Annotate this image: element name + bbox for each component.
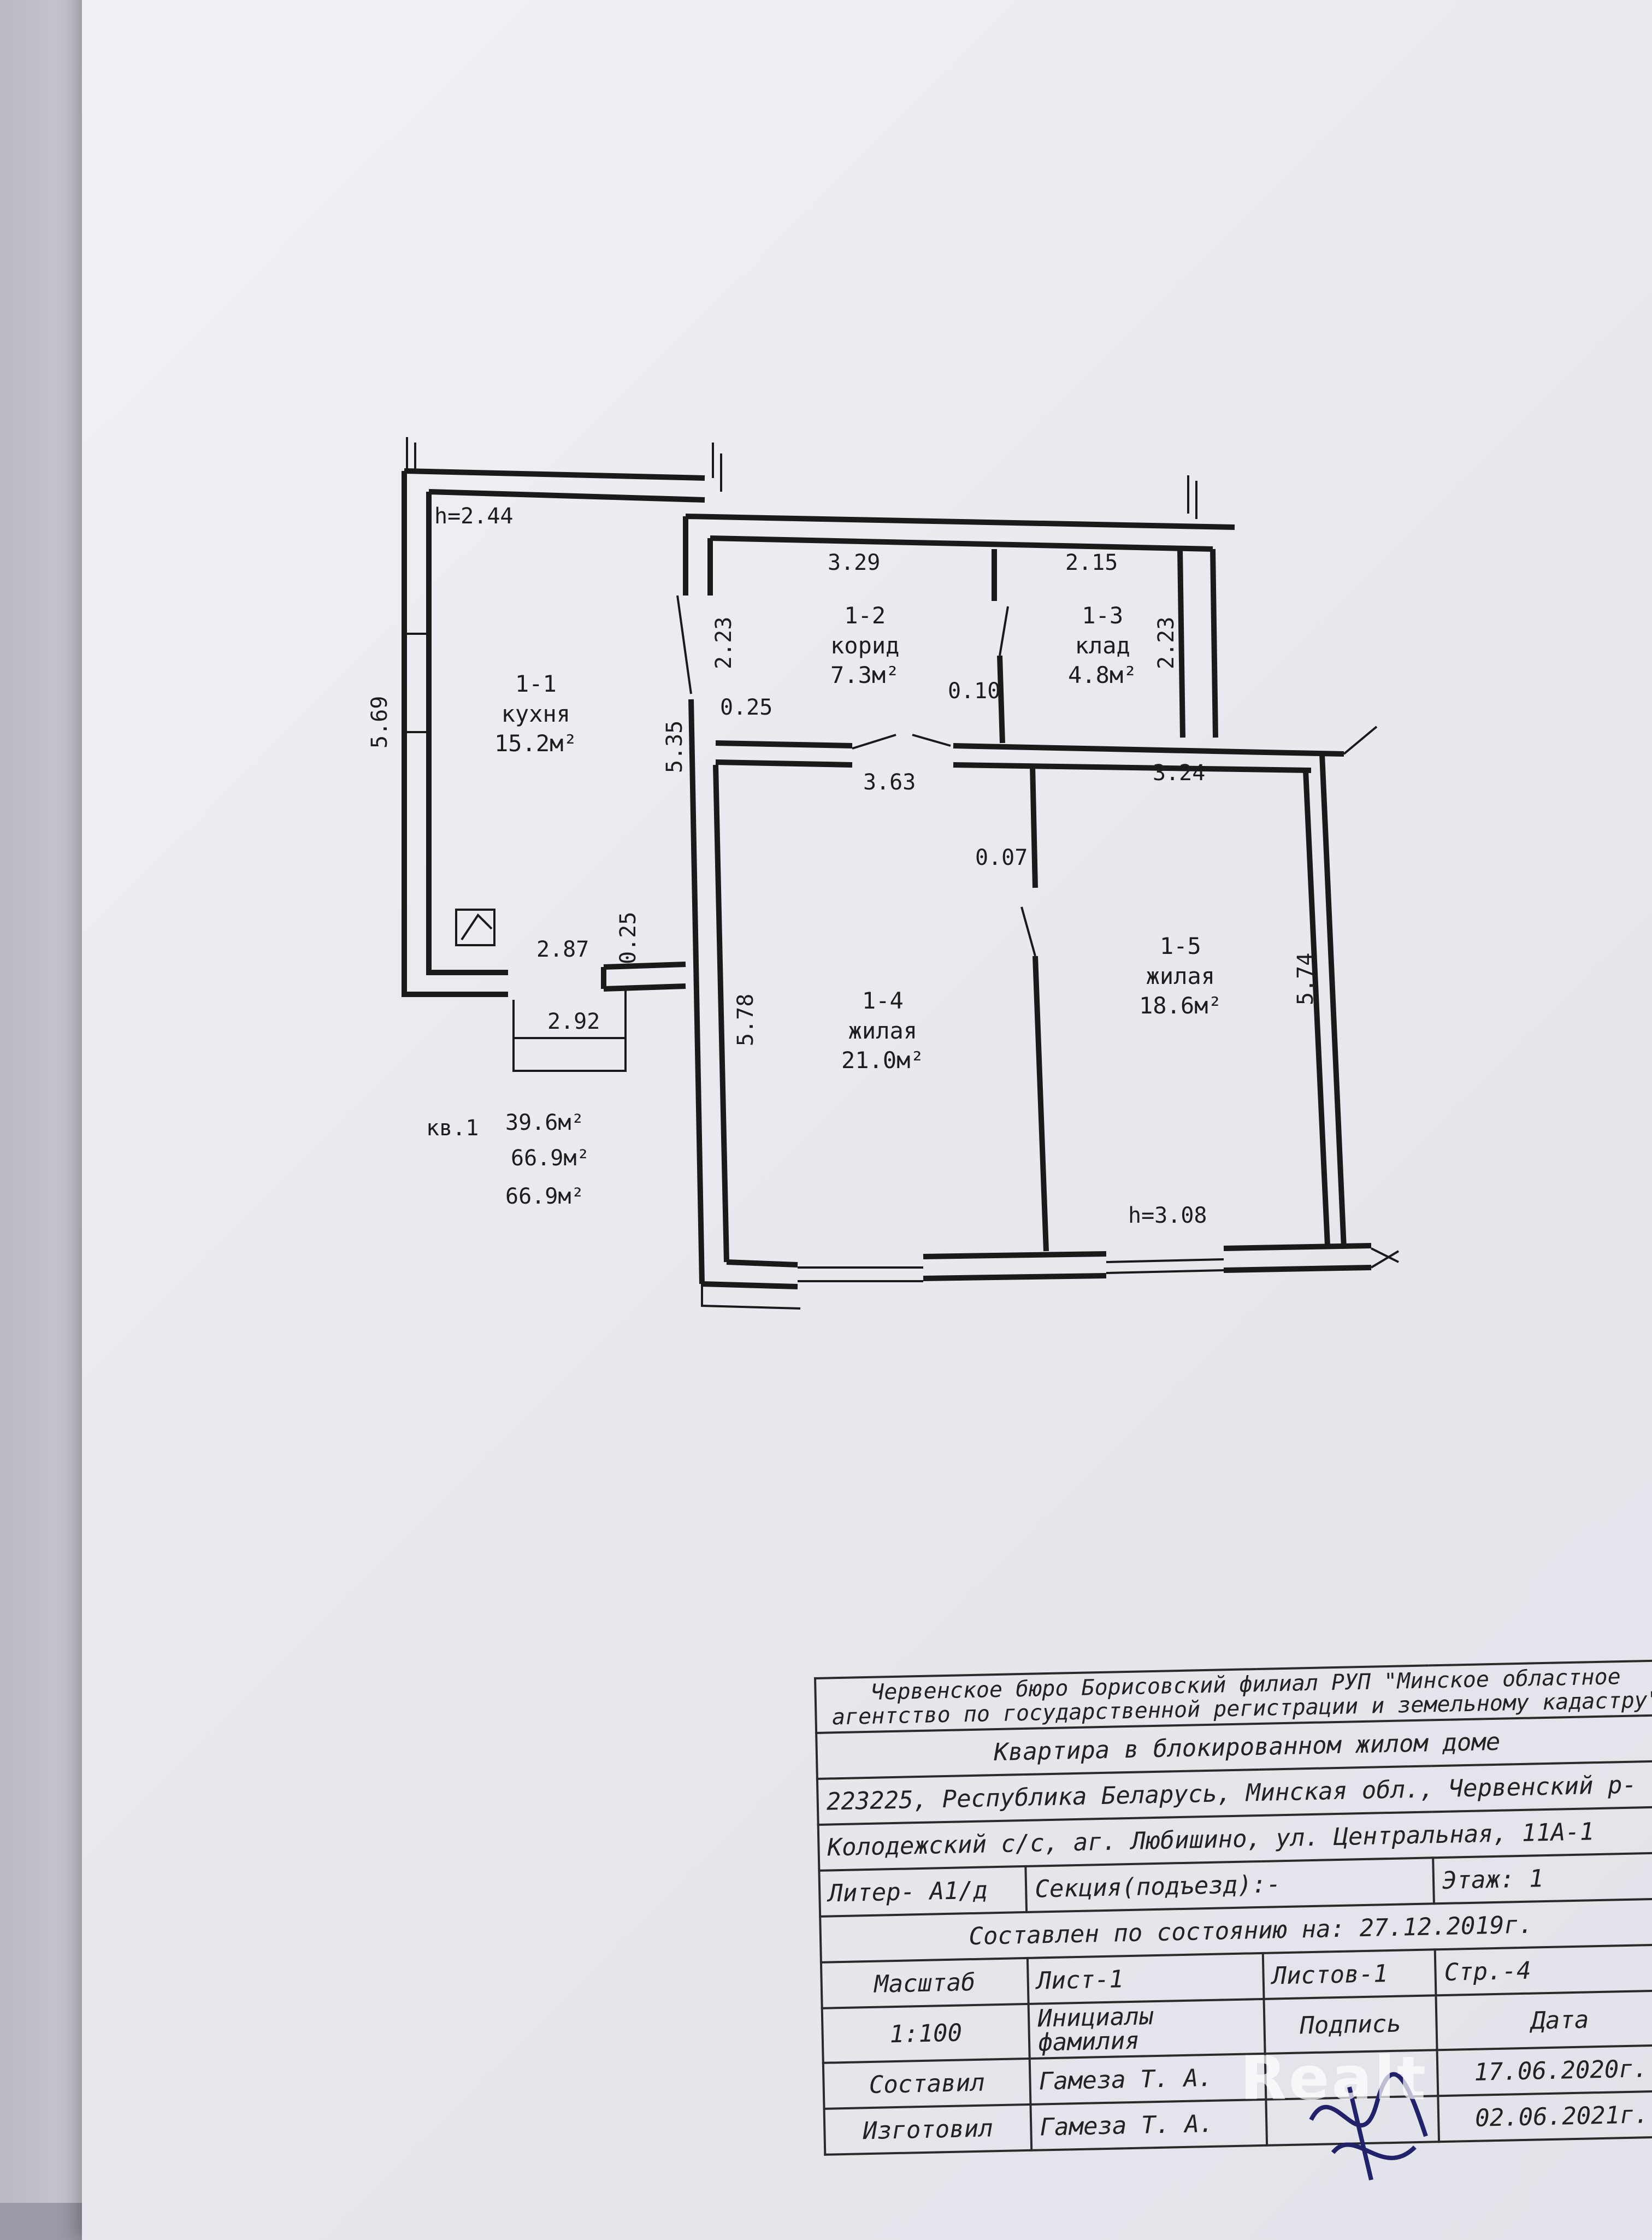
room-1-1: 1-1 кухня 15.2м² [494,669,577,759]
chimney-marks [406,437,1197,519]
wall-partition-1 [992,549,1005,744]
stamp-made-label: Изготовил [824,2104,1032,2155]
dim-569: 5.69 [367,695,392,748]
stamp-date-label: Дата [1436,1990,1652,2050]
door-swing-3 [999,606,1009,656]
window-left [404,633,429,733]
document-sheet [82,0,1652,2240]
dim-025-a: 0.25 [720,695,773,720]
dim-324: 3.24 [1153,761,1206,786]
ceiling-height-top: h=2.44 [434,504,514,529]
dim-line-left [701,1284,801,1310]
dim-287: 2.87 [536,937,589,962]
dim-007: 0.07 [975,845,1028,870]
room-number: 1-3 [1082,602,1124,629]
dim-329: 3.29 [828,550,881,575]
watermark-logo: Realt [1240,2043,1428,2113]
dim-574: 5.74 [1293,952,1318,1005]
stamp-page: Стр.-4 [1435,1944,1652,1996]
dim-025-b: 0.25 [616,911,641,964]
room-1-4: 1-4 жилая 21.0м² [841,986,924,1076]
wall-corridor-top [683,514,1235,596]
title-block: Червенское бюро Борисовский филиал РУП "… [814,1659,1652,2223]
stamp-liter: Литер- А1/д [819,1866,1027,1917]
room-number: 1-1 [515,670,557,697]
room-area: 4.8м² [1068,662,1137,689]
stamp-scale: 1:100 [822,2003,1030,2063]
stamp-date-1: 17.06.2020г. [1437,2044,1652,2096]
dim-215: 2.15 [1065,550,1118,575]
stamp-date-2: 02.06.2021г. [1438,2090,1652,2142]
room-number: 1-2 [844,602,886,629]
dim-010: 0.10 [948,679,1001,704]
dim-578: 5.78 [733,993,758,1046]
dim-363: 3.63 [863,770,916,795]
dim-535: 5.35 [662,720,687,773]
stamp-scale-label: Масштаб [821,1958,1029,2008]
wall-partition-2 [1030,764,1049,1252]
wall-center-left [688,699,729,1284]
room-name: корид [830,632,900,659]
room-1-3: 1-3 клад 4.8м² [1068,601,1137,691]
door-swing-4 [1020,906,1036,957]
room-area: 18.6м² [1139,992,1222,1019]
stove-icon [455,909,495,946]
room-number: 1-4 [862,987,904,1014]
door-swing-1 [676,595,692,694]
room-1-5: 1-5 жилая 18.6м² [1139,932,1222,1021]
room-name: жилая [1146,962,1216,989]
area-total-2: 66.9м² [505,1184,585,1209]
stamp-initials: Инициалы фамилия [1028,1999,1265,2059]
room-area: 7.3м² [830,662,900,689]
door-swing-2 [852,734,951,750]
signature-icon [1309,2072,1428,2180]
wall-right [1303,753,1347,1249]
dim-line-right [1343,726,1400,1269]
wall-entrance [601,962,686,992]
stamp-sheet: Лист-1 [1028,1953,1264,2004]
room-name: клад [1075,632,1130,659]
entrance-steps [512,989,627,1072]
room-name: кухня [501,700,571,727]
wall-pantry-right [1177,549,1218,738]
room-area: 21.0м² [841,1047,924,1074]
dim-292: 2.92 [547,1009,600,1034]
stamp-floor: Этаж: 1 [1433,1852,1652,1904]
room-number: 1-5 [1159,933,1201,959]
stamp-sheets: Листов-1 [1262,1949,1436,1999]
stamp-composed-by: Гамеза Т. А. [1029,2053,1266,2105]
room-name: жилая [848,1017,918,1044]
room-area: 15.2м² [494,730,577,757]
area-total: 66.9м² [511,1146,590,1171]
ceiling-height-bottom: h=3.08 [1128,1203,1207,1228]
dim-223-b: 2.23 [1154,616,1179,669]
apartment-label: кв.1 [426,1116,479,1141]
wall-bottom [701,1243,1372,1289]
window-bottom [798,1258,1224,1282]
stamp-section: Секция(подъезд):- [1025,1858,1434,1912]
room-1-2: 1-2 корид 7.3м² [830,601,899,691]
stamp-composed-label: Составил [823,2058,1031,2109]
wall-middle [715,740,1344,773]
area-living: 39.6м² [505,1110,585,1135]
stamp-made-by: Гамеза Т. А. [1030,2099,1267,2150]
wall-kitchen [402,468,705,997]
dim-223-a: 2.23 [711,616,736,669]
